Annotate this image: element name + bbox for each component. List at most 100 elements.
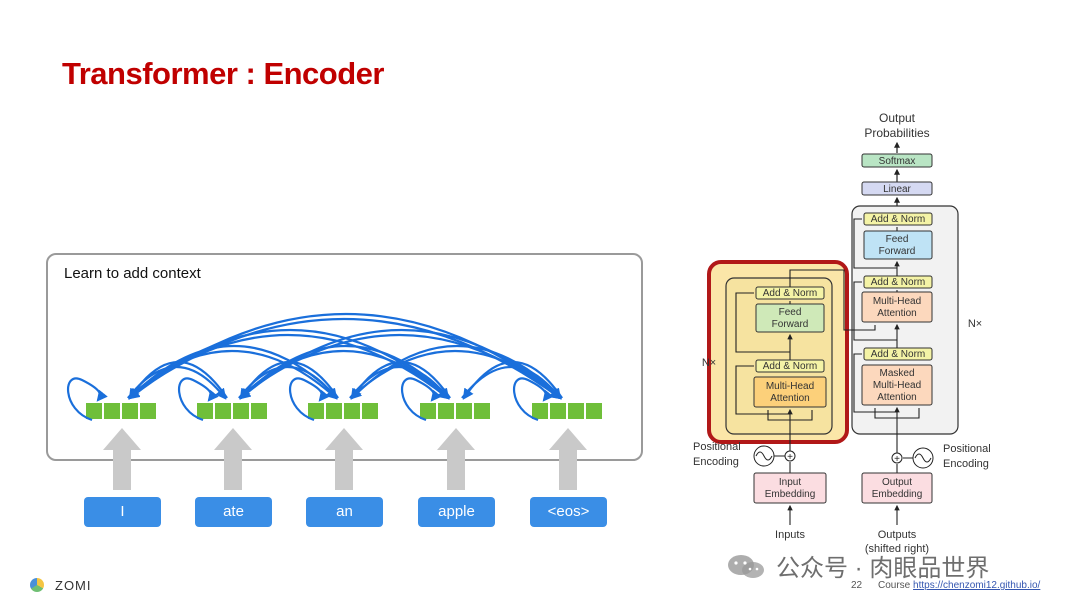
embedding-cell-2-1 xyxy=(326,403,342,419)
outputs-label-1: Outputs xyxy=(878,529,917,541)
svg-text:+: + xyxy=(787,452,793,463)
input-embedding-label-2: Embedding xyxy=(765,489,816,500)
masked-multi-head-attention xyxy=(861,364,933,406)
encoder-nx-label: N× xyxy=(702,357,716,369)
attention-arc-18 xyxy=(350,345,563,400)
input-positional-label-1: Positional xyxy=(693,441,741,453)
self-loop-arc-1 xyxy=(178,377,219,422)
svg-text:+: + xyxy=(894,454,900,465)
softmax-block xyxy=(861,153,933,168)
course-credit: Course https://chenzomi12.github.io/ xyxy=(878,580,1040,591)
decoder-mha-label-1: Multi-Head xyxy=(873,296,921,307)
output-positional-label-1: Positional xyxy=(943,443,991,455)
encoder-add-norm-1-label: Add & Norm xyxy=(763,361,817,372)
embedding-cell-3-3 xyxy=(474,403,490,419)
linear-label: Linear xyxy=(883,184,911,195)
attention-arc-12 xyxy=(128,328,451,400)
self-loop-arc-4 xyxy=(513,377,554,422)
embedding-cell-3-0 xyxy=(420,403,436,419)
linear-block xyxy=(861,181,933,196)
token-4: <eos> xyxy=(530,497,607,527)
self-loop-arc-0 xyxy=(67,377,108,422)
output-embedding-label-1: Output xyxy=(882,477,912,488)
attention-arc-19 xyxy=(462,361,563,400)
decoder-add-norm-2 xyxy=(863,275,933,289)
encoder-mha-label-2: Attention xyxy=(770,393,809,404)
embedding-cell-2-0 xyxy=(308,403,324,419)
encoder-ff-label-2: Forward xyxy=(772,319,809,330)
slide-title: Transformer : Encoder xyxy=(62,56,384,91)
output-embedding-block xyxy=(861,472,933,504)
embedding-cell-2-3 xyxy=(362,403,378,419)
embedding-cell-4-3 xyxy=(586,403,602,419)
course-label: Course xyxy=(878,580,911,591)
up-arrow-0 xyxy=(103,428,141,490)
token-0: I xyxy=(84,497,161,527)
encoder-stack xyxy=(725,277,833,435)
zomi-logo-icon xyxy=(30,578,44,592)
encoder-ff-label-1: Feed xyxy=(779,307,802,318)
page-number: 22 xyxy=(851,580,863,591)
embedding-cell-0-1 xyxy=(104,403,120,419)
decoder-add-norm-1 xyxy=(863,347,933,361)
softmax-label: Softmax xyxy=(879,156,916,167)
token-3: apple xyxy=(418,497,495,527)
output-probabilities-label-2: Probabilities xyxy=(864,126,929,140)
embedding-cell-4-1 xyxy=(550,403,566,419)
decoder-add-norm-2-label: Add & Norm xyxy=(871,277,925,288)
encoder-multi-head-attention xyxy=(753,376,827,408)
input-embedding-block xyxy=(753,472,827,504)
decoder-add-norm-1-label: Add & Norm xyxy=(871,349,925,360)
outputs-label-2: (shifted right) xyxy=(865,543,929,555)
embedding-cell-1-1 xyxy=(215,403,231,419)
embedding-cell-0-0 xyxy=(86,403,102,419)
self-loop-arc-2 xyxy=(289,377,330,422)
masked-mha-label-2: Multi-Head xyxy=(873,380,921,391)
decoder-add-norm-3 xyxy=(863,212,933,226)
up-arrow-3 xyxy=(437,428,475,490)
decoder-add-norm-3-label: Add & Norm xyxy=(871,214,925,225)
up-arrow-2 xyxy=(325,428,363,490)
up-arrow-1 xyxy=(214,428,252,490)
output-probabilities-label-1: Output xyxy=(879,111,916,125)
embedding-cell-2-2 xyxy=(344,403,360,419)
decoder-ff-label-2: Forward xyxy=(879,246,916,257)
attention-arc-8 xyxy=(128,345,339,400)
input-embedding-label-1: Input xyxy=(779,477,801,488)
embedding-cell-0-2 xyxy=(122,403,138,419)
wechat-icon xyxy=(728,555,764,578)
embedding-cell-3-1 xyxy=(438,403,454,419)
output-embedding-label-2: Embedding xyxy=(872,489,923,500)
self-loop-arc-3 xyxy=(401,377,442,422)
input-positional-label-2: Encoding xyxy=(693,456,739,468)
decoder-mha-label-2: Attention xyxy=(877,308,916,319)
embedding-cell-4-2 xyxy=(568,403,584,419)
context-box-label: Learn to add context xyxy=(64,265,201,282)
attention-arc-14 xyxy=(350,361,451,400)
token-1: ate xyxy=(195,497,272,527)
attention-arc-17 xyxy=(239,328,563,400)
footer-brand: ZOMI xyxy=(55,578,92,593)
course-link[interactable]: https://chenzomi12.github.io/ xyxy=(913,580,1041,591)
decoder-feed-forward xyxy=(863,230,933,260)
attention-arc-16 xyxy=(128,313,563,400)
token-2: an xyxy=(306,497,383,527)
decoder-ff-label-1: Feed xyxy=(886,234,909,245)
decoder-nx-label: N× xyxy=(968,318,982,330)
embedding-cell-1-0 xyxy=(197,403,213,419)
embedding-cell-1-2 xyxy=(233,403,249,419)
embedding-cell-4-0 xyxy=(532,403,548,419)
embedding-cell-3-2 xyxy=(456,403,472,419)
inputs-label: Inputs xyxy=(775,529,805,541)
attention-arc-13 xyxy=(239,345,451,400)
up-arrow-4 xyxy=(549,428,587,490)
watermark-text: 公众号 · 肉眼品世界 xyxy=(776,555,990,582)
masked-mha-label-3: Attention xyxy=(877,392,916,403)
masked-mha-label-1: Masked xyxy=(879,368,914,379)
embedding-cell-0-3 xyxy=(140,403,156,419)
encoder-add-norm-2-label: Add & Norm xyxy=(763,288,817,299)
embedding-cell-1-3 xyxy=(251,403,267,419)
encoder-mha-label-1: Multi-Head xyxy=(766,381,814,392)
output-positional-label-2: Encoding xyxy=(943,458,989,470)
